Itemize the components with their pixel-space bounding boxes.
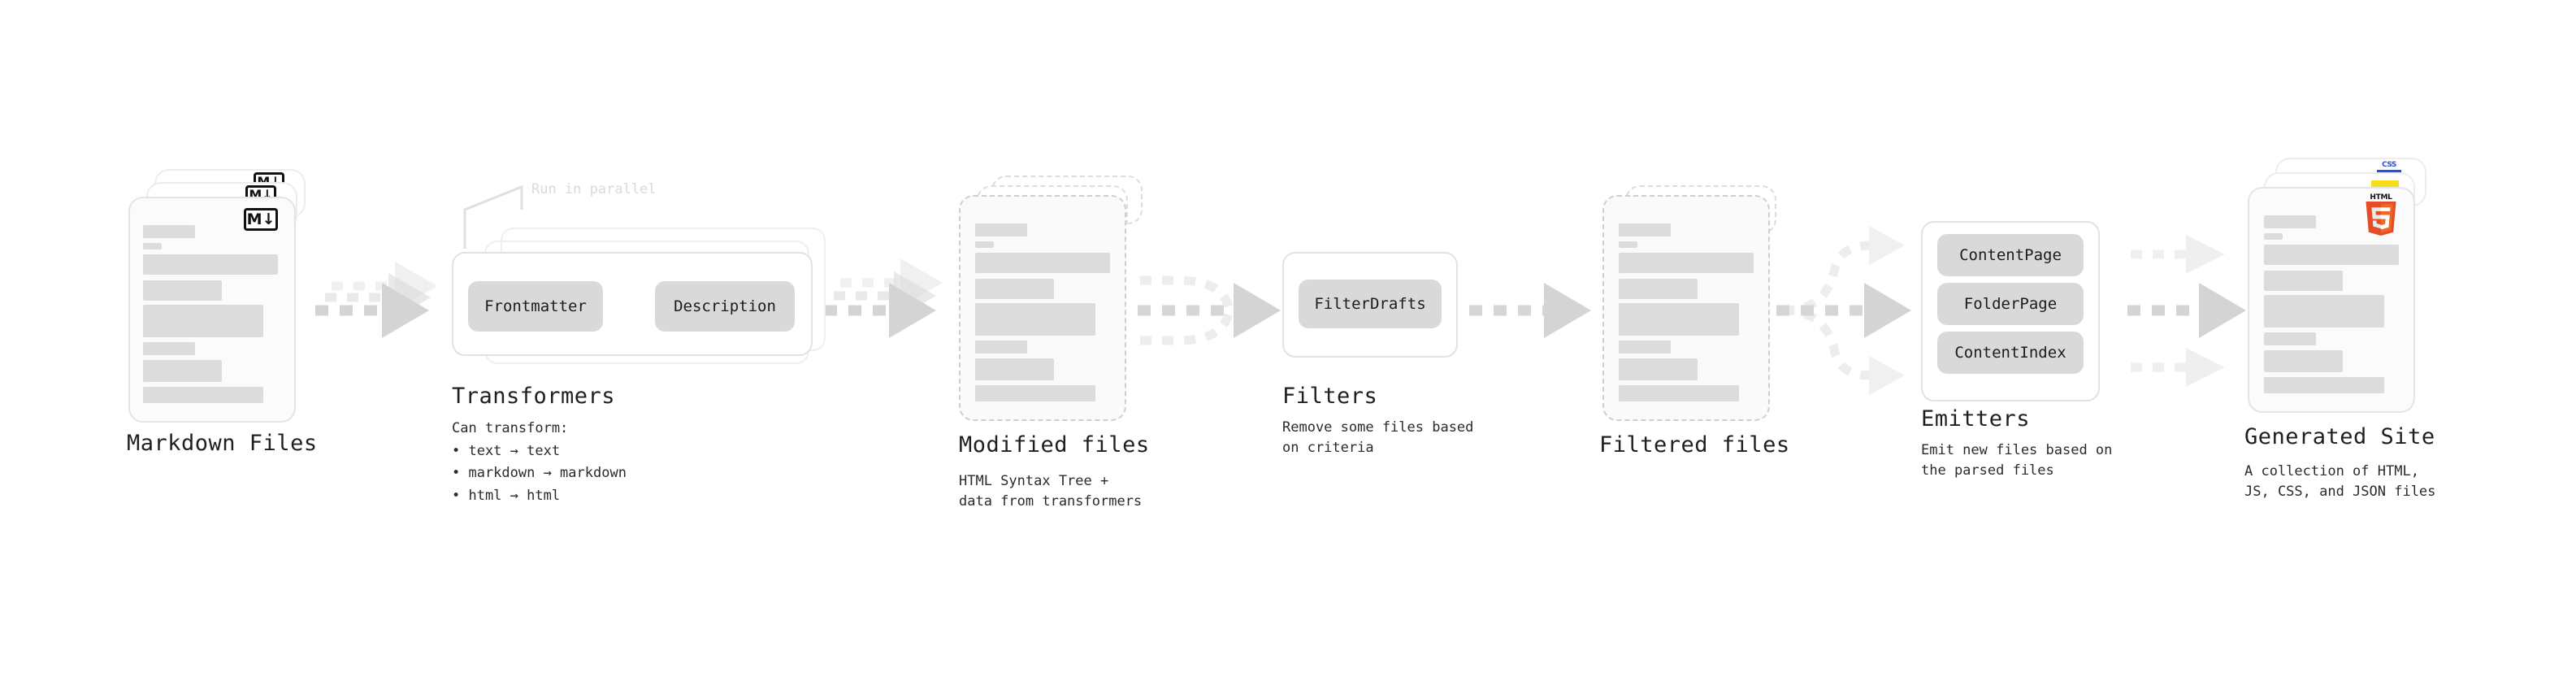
doc-bar xyxy=(2264,271,2343,291)
doc-bar xyxy=(975,340,1027,354)
stage-title-emitters: Emitters xyxy=(1921,406,2031,432)
css-badge: CSS xyxy=(2377,161,2401,174)
transformer-chip-frontmatter[interactable]: Frontmatter xyxy=(468,281,603,332)
doc-bar xyxy=(975,253,1110,273)
doc-bar xyxy=(2264,215,2316,228)
doc-bar xyxy=(143,254,278,275)
doc-bar xyxy=(975,303,1095,336)
stage-desc-modified-files: HTML Syntax Tree + data from transformer… xyxy=(959,473,1143,510)
doc-bar xyxy=(143,243,162,249)
doc-bar xyxy=(143,225,195,238)
stage-desc-transformers: Can transform: • text → text • markdown … xyxy=(452,420,627,504)
doc-bar xyxy=(1619,253,1754,273)
run-in-parallel-label: Run in parallel xyxy=(531,181,657,197)
stage-title-filtered-files: Filtered files xyxy=(1599,432,1790,458)
run-in-parallel-bracket xyxy=(463,184,523,249)
doc-bar xyxy=(143,280,222,301)
connector-emitters-to-generated xyxy=(2127,235,2246,387)
connector-transformers-to-modified xyxy=(824,258,943,338)
filter-chip-filterdrafts[interactable]: FilterDrafts xyxy=(1299,280,1442,328)
doc-bar xyxy=(143,387,263,403)
doc-bar xyxy=(2264,233,2283,240)
connector-filters-to-filtered xyxy=(1469,283,1591,338)
stage-title-filters: Filters xyxy=(1282,384,1378,409)
doc-bar xyxy=(1619,241,1637,248)
doc-bar xyxy=(1619,303,1739,336)
stage-desc-emitters: Emit new files based on the parsed files xyxy=(1921,442,2113,479)
doc-bar xyxy=(143,305,263,337)
doc-bar xyxy=(975,241,994,248)
stage-desc-filters: Remove some files based on criteria xyxy=(1282,419,1474,456)
html5-tag-label: HTML xyxy=(2370,193,2392,202)
doc-bar xyxy=(1619,385,1739,401)
doc-bar xyxy=(1619,279,1698,299)
doc-bar xyxy=(2264,332,2316,345)
doc-bar xyxy=(2264,245,2399,265)
connector-filtered-to-emitters xyxy=(1776,226,1911,395)
doc-bar xyxy=(1619,340,1671,354)
doc-bar xyxy=(1619,358,1698,380)
stage-title-generated-site: Generated Site xyxy=(2244,424,2435,449)
transformer-chip-description[interactable]: Description xyxy=(655,281,795,332)
doc-bar xyxy=(975,279,1054,299)
emitter-chip-contentpage[interactable]: ContentPage xyxy=(1937,234,2084,276)
stage-title-markdown-files: Markdown Files xyxy=(127,431,318,456)
emitter-chip-folderpage[interactable]: FolderPage xyxy=(1937,283,2084,325)
doc-bar xyxy=(1619,223,1671,236)
stage-title-modified-files: Modified files xyxy=(959,432,1150,458)
doc-bar xyxy=(2264,295,2384,327)
doc-bar xyxy=(975,385,1095,401)
connector-markdown-to-transformers xyxy=(315,262,437,338)
connector-modified-to-filters xyxy=(1138,275,1281,345)
doc-bar xyxy=(143,360,222,382)
doc-bar xyxy=(2264,377,2384,393)
html5-badge: HTML xyxy=(2363,193,2399,236)
html5-shield-icon xyxy=(2366,202,2396,236)
doc-bar xyxy=(975,223,1027,236)
emitter-chip-contentindex[interactable]: ContentIndex xyxy=(1937,332,2084,374)
stage-title-transformers: Transformers xyxy=(452,384,616,409)
stage-desc-generated-site: A collection of HTML, JS, CSS, and JSON … xyxy=(2244,463,2436,500)
doc-bar xyxy=(143,342,195,355)
doc-bar xyxy=(975,358,1054,380)
markdown-badge-front: M↓ xyxy=(244,208,278,231)
doc-bar xyxy=(2264,350,2343,372)
